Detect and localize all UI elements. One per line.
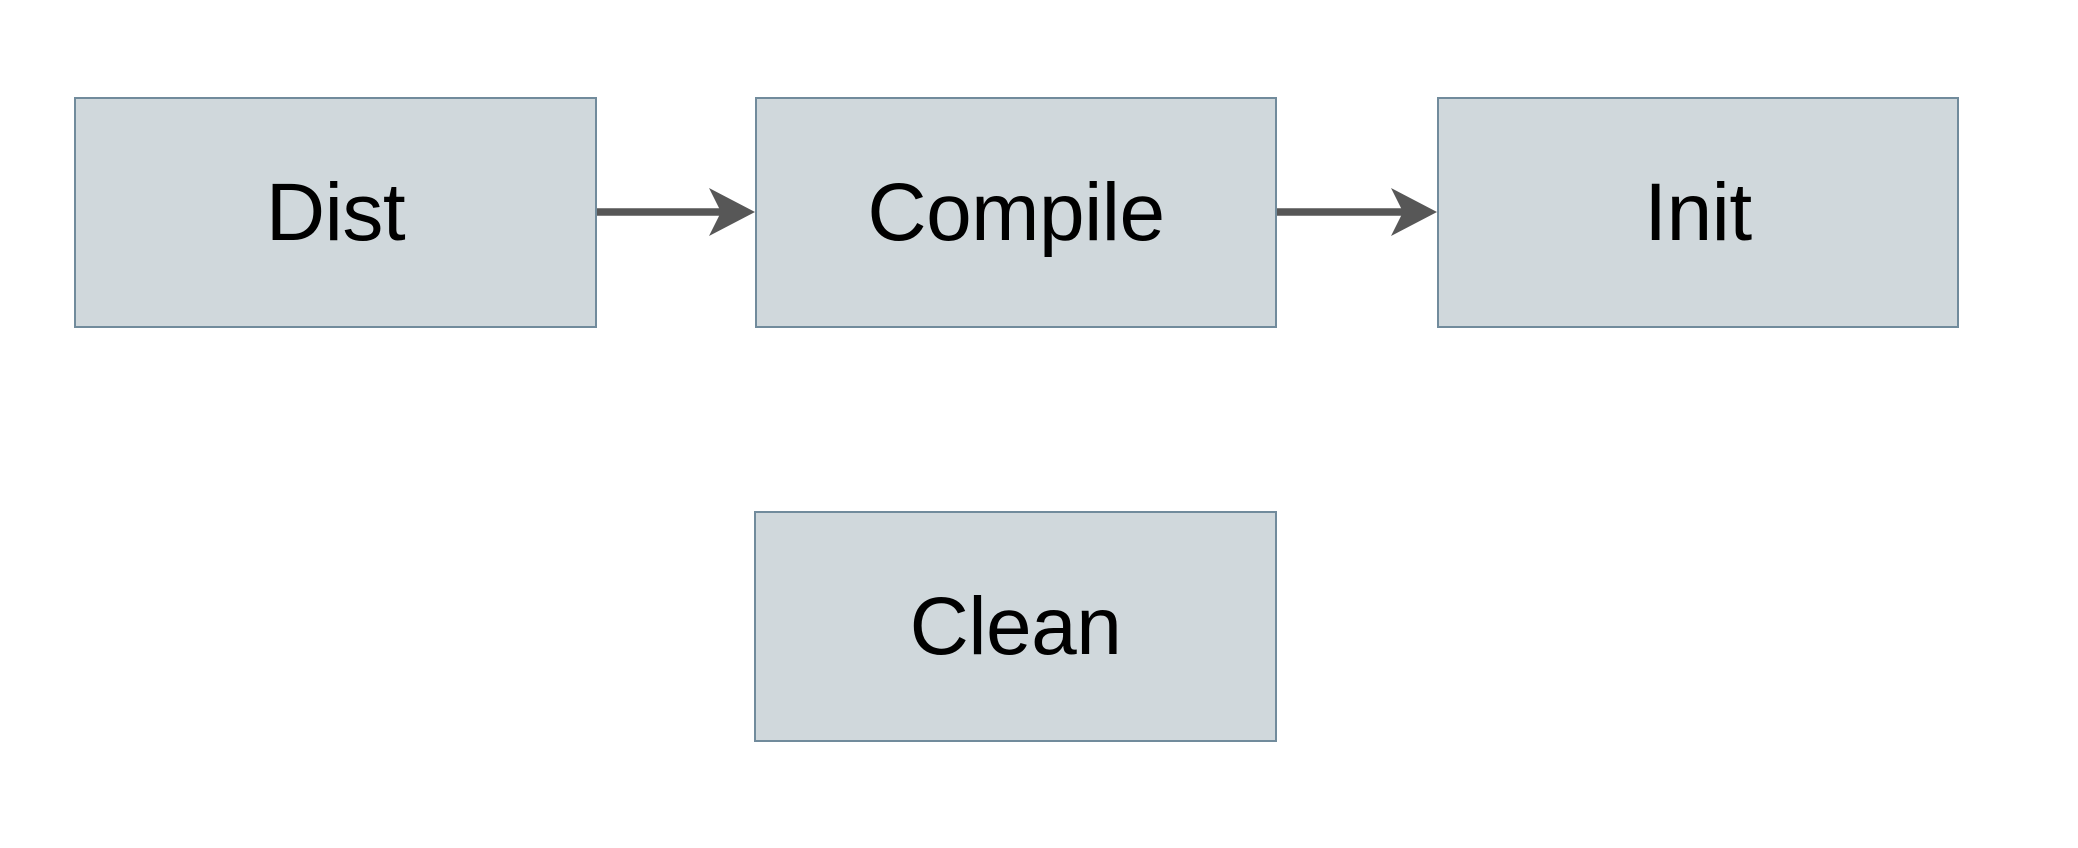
- node-compile[interactable]: Compile: [755, 97, 1277, 328]
- node-dist-label: Dist: [265, 166, 406, 258]
- node-clean[interactable]: Clean: [754, 511, 1277, 742]
- node-init-label: Init: [1644, 166, 1752, 258]
- node-clean-label: Clean: [909, 580, 1122, 672]
- node-dist[interactable]: Dist: [74, 97, 597, 328]
- edge-dist-to-compile: [597, 188, 755, 236]
- edge-compile-to-init: [1277, 188, 1437, 236]
- node-init[interactable]: Init: [1437, 97, 1959, 328]
- node-compile-label: Compile: [867, 166, 1165, 258]
